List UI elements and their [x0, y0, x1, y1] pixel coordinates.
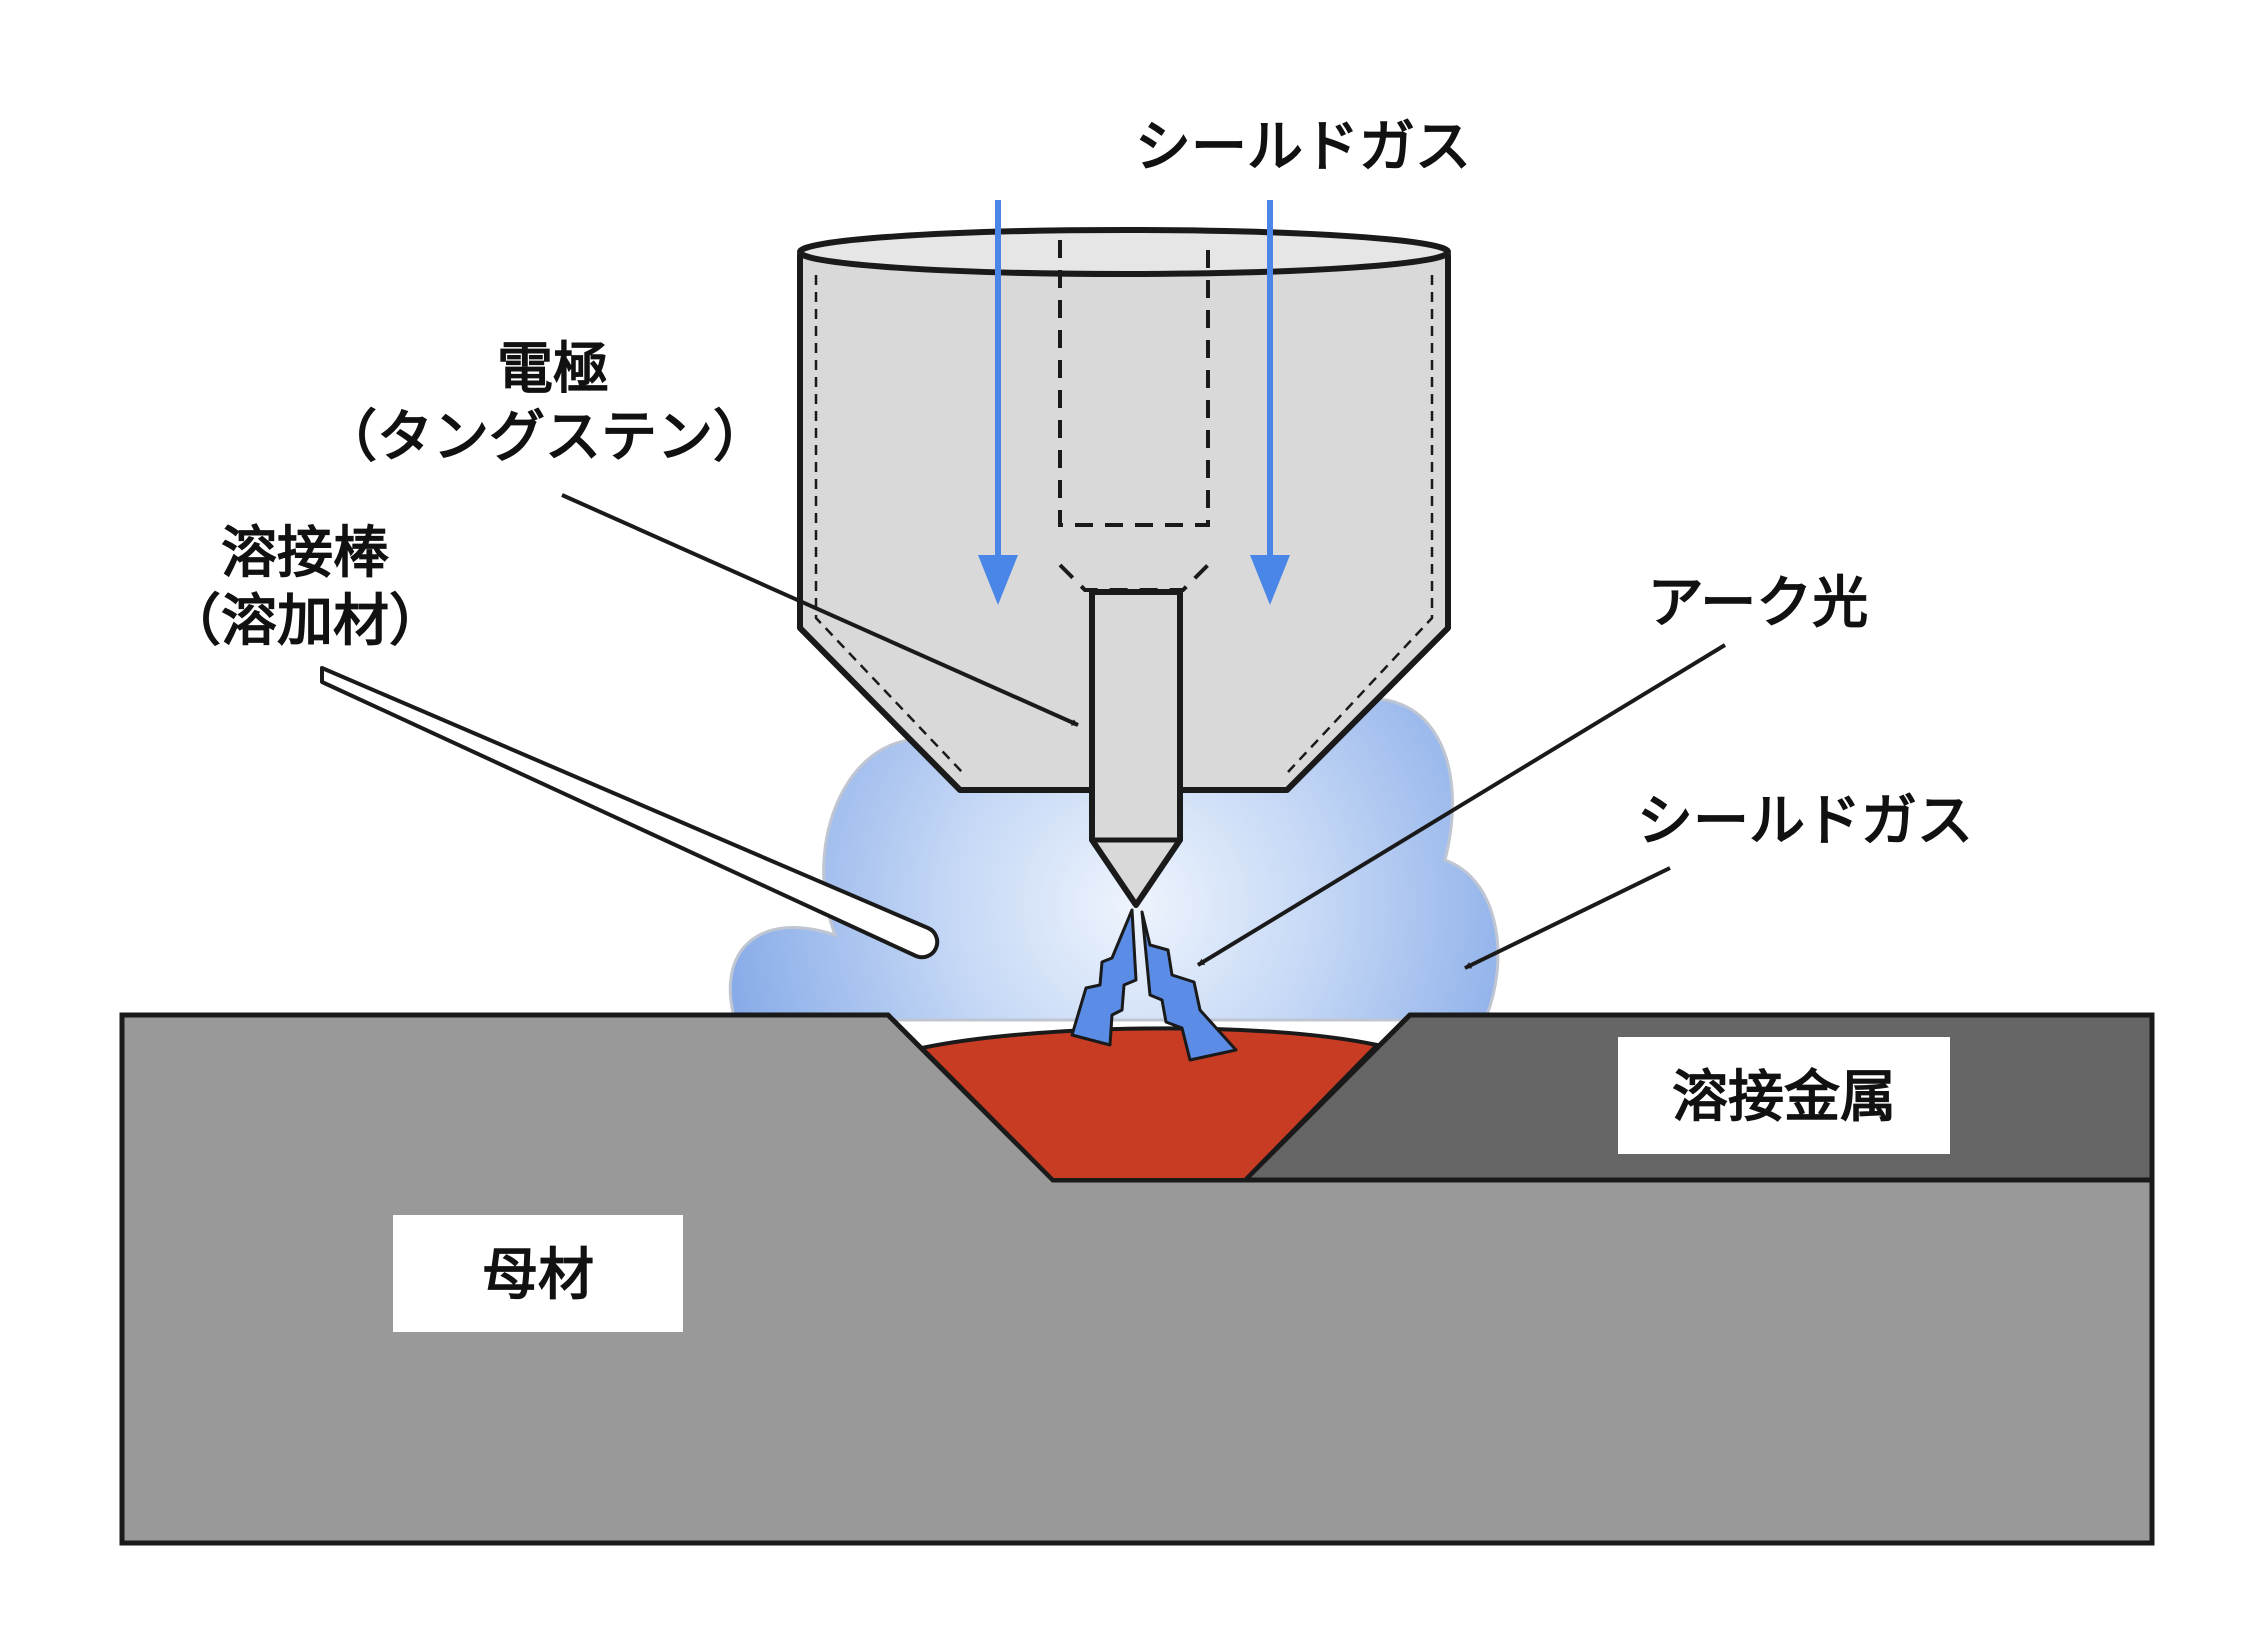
label-electrode-tungsten: （タングステン）: [321, 405, 769, 470]
label-filler-material: （溶加材）: [165, 589, 445, 654]
tungsten-electrode: [1089, 589, 1183, 908]
base-metal-label-box: [393, 1215, 683, 1332]
label-electrode: 電極: [497, 337, 609, 402]
label-weld-metal: 溶接金属: [1672, 1065, 1896, 1130]
arc-bolt-left: [1070, 908, 1138, 1047]
shield-gas-leader-arrow: [1464, 866, 1671, 970]
gas-flow-arrow-right: [1250, 200, 1290, 605]
label-base-metal: 母材: [482, 1243, 594, 1308]
weld-metal-label-box: [1618, 1037, 1950, 1154]
arc-light-leader-arrow: [1196, 643, 1727, 967]
collet-outline: [1058, 240, 1210, 527]
label-filler-rod: 溶接棒: [221, 521, 390, 586]
label-shield-gas-top: シールドガス: [1135, 115, 1471, 180]
nozzle-top-rim: [797, 227, 1451, 277]
collet-bottom: [1058, 563, 1210, 592]
label-arc-light: アーク光: [1648, 571, 1869, 636]
label-shield-gas-right: シールドガス: [1637, 789, 1973, 854]
filler-rod: [320, 666, 940, 960]
gas-flow-arrow-left: [978, 200, 1018, 605]
electrode-leader-arrow: [561, 493, 1079, 727]
arc-bolt-right: [1140, 910, 1238, 1062]
nozzle-inner-wall: [814, 275, 1434, 773]
